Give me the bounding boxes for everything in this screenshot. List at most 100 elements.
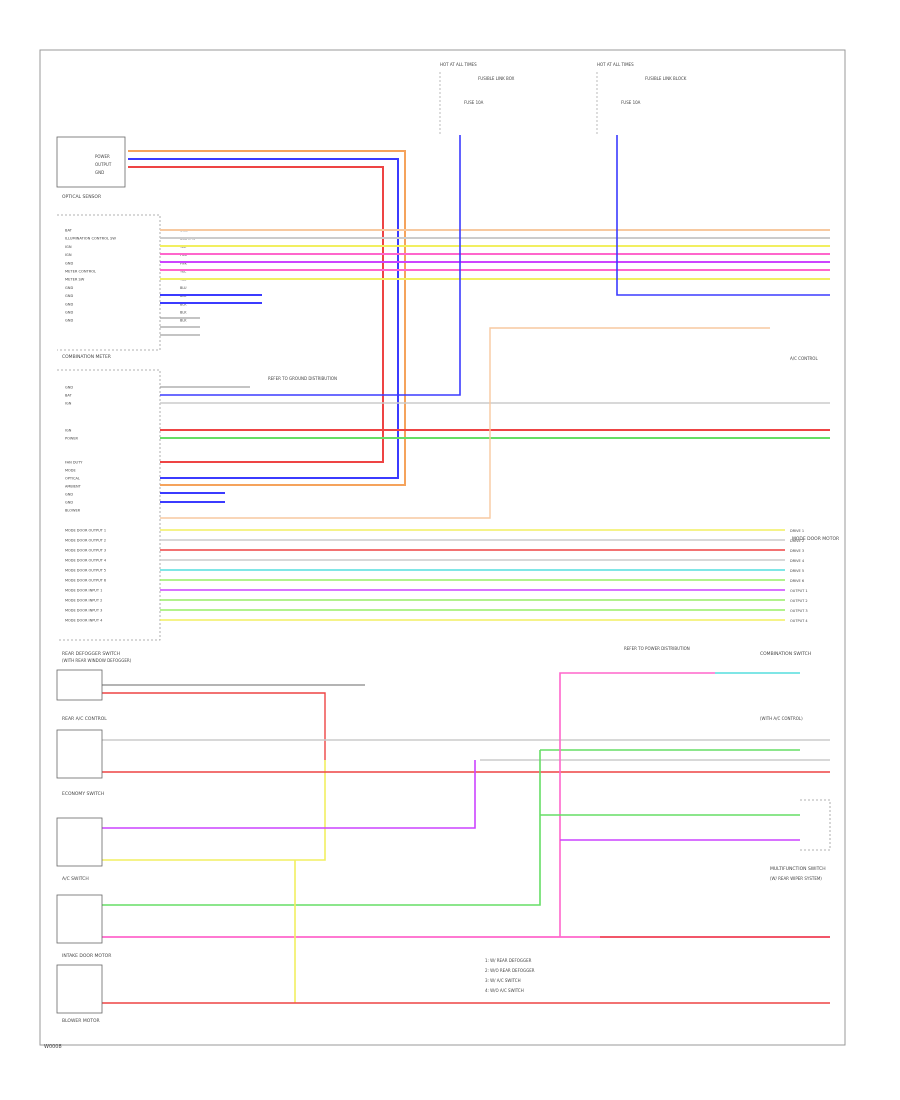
wire-optical-output bbox=[128, 158, 399, 479]
fuse-block-1: HOT AT ALL TIMES FUSIBLE LINK BOX FUSE 1… bbox=[439, 62, 515, 135]
optical-pin-power: POWER bbox=[95, 154, 110, 159]
wire-defog-2 bbox=[102, 692, 326, 760]
meter-pin-label: GND bbox=[65, 294, 73, 298]
mode-door-pin-label: DRIVE 2 bbox=[790, 539, 804, 543]
mode-door-pin-label: OUTPUT 4 bbox=[790, 619, 808, 623]
ac-auto-amp-box bbox=[57, 369, 161, 641]
amp-pin-label: MODE DOOR INPUT 1 bbox=[65, 589, 102, 593]
meter-pin-label: GND bbox=[65, 261, 73, 265]
fuse-1-title: HOT AT ALL TIMES bbox=[440, 62, 477, 67]
fuse-2-desc: FUSIBLE LINK BLOCK bbox=[645, 76, 687, 81]
amp-pin-label: OPTICAL bbox=[65, 477, 80, 481]
amp-pin-label: MODE DOOR INPUT 4 bbox=[65, 619, 103, 623]
wire-econ-1 bbox=[102, 760, 476, 829]
wire-fuse1 bbox=[160, 135, 461, 396]
mode-door-pin-label: OUTPUT 3 bbox=[790, 609, 808, 613]
meter-wire-label: BLK bbox=[180, 302, 187, 306]
fuse-2-ref: FUSE 10A bbox=[621, 100, 641, 105]
legend-item: 4: W/O A/C SWITCH bbox=[485, 988, 524, 993]
wire-comb-1 bbox=[559, 672, 715, 937]
legend-item: 2: W/O REAR DEFOGGER bbox=[485, 968, 535, 973]
mode-door-pin-label: DRIVE 6 bbox=[790, 579, 804, 583]
amp-pin-label: MODE DOOR OUTPUT 4 bbox=[65, 559, 107, 563]
meter-pin-label: GND bbox=[65, 302, 73, 306]
legend-item: 1: W/ REAR DEFOGGER bbox=[485, 958, 532, 963]
amp-pin-label: MODE DOOR INPUT 2 bbox=[65, 599, 102, 603]
mode-door-label: MODE DOOR MOTOR bbox=[792, 536, 839, 542]
economy-switch-box bbox=[56, 817, 103, 867]
amp-pin-label: GND bbox=[65, 501, 73, 505]
amp-pin-label: MODE DOOR OUTPUT 2 bbox=[65, 539, 106, 543]
meter-pin-label: BAT bbox=[65, 229, 73, 233]
multifunction-switch-label: MULTIFUNCTION SWITCH bbox=[770, 866, 826, 872]
amp-pin-label: MODE DOOR INPUT 3 bbox=[65, 609, 102, 613]
rear-defogger-note: (WITH REAR WINDOW DEFOGGER) bbox=[62, 658, 132, 663]
optical-pin-output: OUTPUT bbox=[95, 162, 112, 167]
combination-switch-label: COMBINATION SWITCH bbox=[760, 651, 811, 657]
wire-optical-gnd bbox=[128, 166, 384, 463]
meter-pin-label: GND bbox=[65, 286, 73, 290]
amp-pin-label: MODE DOOR OUTPUT 6 bbox=[65, 579, 106, 583]
amp-pin-label: IGN bbox=[65, 429, 72, 433]
mode-door-pin-label: DRIVE 1 bbox=[790, 529, 804, 533]
fuse-block-2: HOT AT ALL TIMES FUSIBLE LINK BLOCK FUSE… bbox=[596, 62, 687, 135]
amp-pin-label: POWER bbox=[65, 437, 79, 441]
optical-pin-gnd: GND bbox=[95, 170, 104, 175]
optical-sensor-label: OPTICAL SENSOR bbox=[62, 194, 101, 200]
fuse-2-title: HOT AT ALL TIMES bbox=[597, 62, 634, 67]
amp-pin-label: GND bbox=[65, 493, 73, 497]
blower-label: BLOWER MOTOR bbox=[62, 1018, 100, 1024]
ac-switch-label: A/C SWITCH bbox=[62, 876, 89, 882]
footer-code: W0008 bbox=[44, 1044, 62, 1050]
mode-door-pin-label: DRIVE 5 bbox=[790, 569, 804, 573]
meter-pin-label: GND bbox=[65, 311, 73, 315]
combination-meter-box bbox=[57, 214, 161, 351]
economy-switch-label: ECONOMY SWITCH bbox=[62, 791, 104, 797]
fuse-1-ref: FUSE 10A bbox=[464, 100, 484, 105]
combination-meter-label: COMBINATION METER bbox=[62, 354, 111, 360]
wire-optical-power bbox=[128, 150, 406, 486]
combination-switch-note: (WITH A/C CONTROL) bbox=[760, 716, 803, 721]
fuse-1-desc: FUSIBLE LINK BOX bbox=[478, 76, 515, 81]
legend-item: 3: W/ A/C SWITCH bbox=[485, 978, 521, 983]
mode-door-pin-label: OUTPUT 1 bbox=[790, 589, 808, 593]
wire-acsw-1 bbox=[102, 750, 541, 906]
mode-door-pin-label: OUTPUT 2 bbox=[790, 599, 808, 603]
ground-ref-2: REFER TO POWER DISTRIBUTION bbox=[624, 646, 690, 651]
amp-pin-label: AMBIENT bbox=[65, 485, 82, 489]
meter-wire-label: PNK bbox=[180, 261, 188, 265]
intake-door-box bbox=[56, 964, 103, 1014]
rear-ac-box bbox=[56, 729, 103, 779]
legend: 1: W/ REAR DEFOGGER 2: W/O REAR DEFOGGER… bbox=[485, 958, 535, 993]
amp-pin-label: MODE DOOR OUTPUT 1 bbox=[65, 529, 106, 533]
amp-pin-label: BLOWER bbox=[65, 509, 81, 513]
intake-door-label: INTAKE DOOR MOTOR bbox=[62, 953, 111, 959]
diagram-frame bbox=[39, 49, 846, 1046]
meter-pin-label: ILLUMINATION CONTROL SW bbox=[65, 237, 116, 241]
wire-defog-3 bbox=[300, 760, 326, 861]
meter-wire-label: YEL bbox=[180, 270, 186, 274]
multifunction-switch-note: (W/ REAR WIPER SYSTEM) bbox=[770, 876, 822, 881]
meter-pin-label: GND bbox=[65, 319, 73, 323]
amp-pin-label: GND bbox=[65, 386, 73, 390]
rear-ac-label: REAR A/C CONTROL bbox=[62, 716, 107, 722]
amp-pin-label: BAT bbox=[65, 394, 73, 398]
wire-amp-blower bbox=[160, 327, 770, 519]
meter-wire-label: BLU bbox=[180, 294, 187, 298]
meter-wire-label: PNK bbox=[180, 253, 188, 257]
wires bbox=[102, 135, 830, 1004]
meter-pin-label: IGN bbox=[65, 245, 72, 249]
meter-wire-label: BLU bbox=[180, 286, 187, 290]
rear-defogger-box bbox=[56, 669, 103, 701]
ac-control-ref: A/C CONTROL bbox=[790, 356, 818, 361]
amp-pin-label: FAN DUTY bbox=[65, 461, 83, 465]
amp-pin-label: MODE bbox=[65, 469, 76, 473]
mode-door-pin-label: DRIVE 3 bbox=[790, 549, 804, 553]
meter-wire-label: BLK bbox=[180, 319, 187, 323]
rear-defogger-label: REAR DEFOGGER SWITCH bbox=[62, 651, 120, 657]
meter-pin-label: IGN bbox=[65, 253, 72, 257]
